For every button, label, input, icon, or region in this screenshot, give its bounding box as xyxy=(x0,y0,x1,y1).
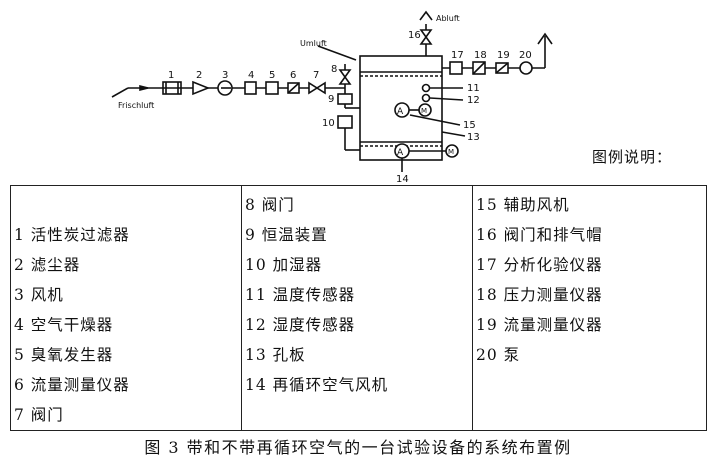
label-frischluft: Frischluft xyxy=(118,101,154,110)
analyzer xyxy=(449,61,463,75)
num-16: 16 xyxy=(408,30,421,41)
legend-item: 13 孔板 xyxy=(245,346,306,364)
pump xyxy=(519,61,533,75)
temperature-sensor xyxy=(421,83,431,93)
legend-item: 9 恒温装置 xyxy=(245,226,328,244)
legend-item: 18 压力测量仪器 xyxy=(476,286,603,304)
num-1: 1 xyxy=(168,70,174,81)
num-9: 9 xyxy=(328,94,334,105)
num-10: 10 xyxy=(322,118,335,129)
legend-item: 12 湿度传感器 xyxy=(245,316,356,334)
num-6: 6 xyxy=(290,70,296,81)
legend-item: 20 泵 xyxy=(476,346,521,364)
num-20: 20 xyxy=(519,50,532,61)
legend-heading: 图例说明： xyxy=(592,148,673,166)
num-15: 15 xyxy=(463,120,476,131)
figure-caption: 图 3 带和不带再循环空气的一台试验设备的系统布置例 xyxy=(144,438,572,457)
legend-item: 17 分析化验仪器 xyxy=(476,256,603,274)
legend-item: 15 辅助风机 xyxy=(476,196,570,214)
legend-column-1: 1 活性炭过滤器 2 滤尘器 3 风机 4 空气干燥器 5 臭氧发生器 6 流量… xyxy=(10,185,242,431)
num-5: 5 xyxy=(269,70,275,81)
num-14: 14 xyxy=(396,174,409,185)
valve-8 xyxy=(338,69,352,79)
legend-item: 2 滤尘器 xyxy=(14,256,81,274)
legend-item: 5 臭氧发生器 xyxy=(14,346,114,364)
humidifier xyxy=(337,115,353,129)
num-7: 7 xyxy=(313,70,319,81)
legend-item: 19 流量测量仪器 xyxy=(476,316,603,334)
valve-7 xyxy=(308,81,319,95)
air-dryer xyxy=(244,81,257,95)
fan-glyph-14: A xyxy=(397,148,404,158)
exhaust-valve xyxy=(419,29,433,39)
num-2: 2 xyxy=(196,70,202,81)
label-abluft: Abluft xyxy=(436,14,460,23)
humidity-sensor xyxy=(421,93,431,103)
num-13: 13 xyxy=(467,132,480,143)
num-11: 11 xyxy=(467,83,480,94)
legend-item: 16 阀门和排气帽 xyxy=(476,226,603,244)
num-18: 18 xyxy=(474,50,487,61)
legend-item: 10 加湿器 xyxy=(245,256,323,274)
thermostat xyxy=(337,93,353,105)
legend-item: 11 温度传感器 xyxy=(245,286,356,304)
legend-item: 1 活性炭过滤器 xyxy=(14,226,130,244)
num-17: 17 xyxy=(451,50,464,61)
legend-table: 1 活性炭过滤器 2 滤尘器 3 风机 4 空气干燥器 5 臭氧发生器 6 流量… xyxy=(10,185,707,431)
num-19: 19 xyxy=(497,50,510,61)
label-umluft: Umluft xyxy=(300,39,327,48)
legend-row: 1 活性炭过滤器 2 滤尘器 3 风机 4 空气干燥器 5 臭氧发生器 6 流量… xyxy=(10,185,707,431)
motor-glyph: M xyxy=(421,107,427,115)
num-4: 4 xyxy=(248,70,254,81)
system-diagram: A M A M Frischluft Umluft Abluft 1 2 3 4… xyxy=(111,10,553,185)
dust-filter xyxy=(192,80,211,96)
legend-column-3: 15 辅助风机 16 阀门和排气帽 17 分析化验仪器 18 压力测量仪器 19… xyxy=(472,185,707,431)
legend-column-2: 8 阀门 9 恒温装置 10 加湿器 11 温度传感器 12 湿度传感器 13 … xyxy=(241,185,473,431)
ozone-generator xyxy=(265,81,279,95)
num-12: 12 xyxy=(467,95,480,106)
legend-item: 14 再循环空气风机 xyxy=(245,376,389,394)
legend-item: 8 阀门 xyxy=(245,196,295,214)
fan-glyph: A xyxy=(397,107,404,117)
num-8: 8 xyxy=(331,64,337,75)
legend-item: 7 阀门 xyxy=(14,406,64,424)
activated-carbon-filter xyxy=(162,81,182,95)
legend-item: 4 空气干燥器 xyxy=(14,316,114,334)
legend-item: 3 风机 xyxy=(14,286,64,304)
motor-glyph-14: M xyxy=(448,148,454,156)
num-3: 3 xyxy=(222,70,228,81)
legend-item: 6 流量测量仪器 xyxy=(14,376,130,394)
